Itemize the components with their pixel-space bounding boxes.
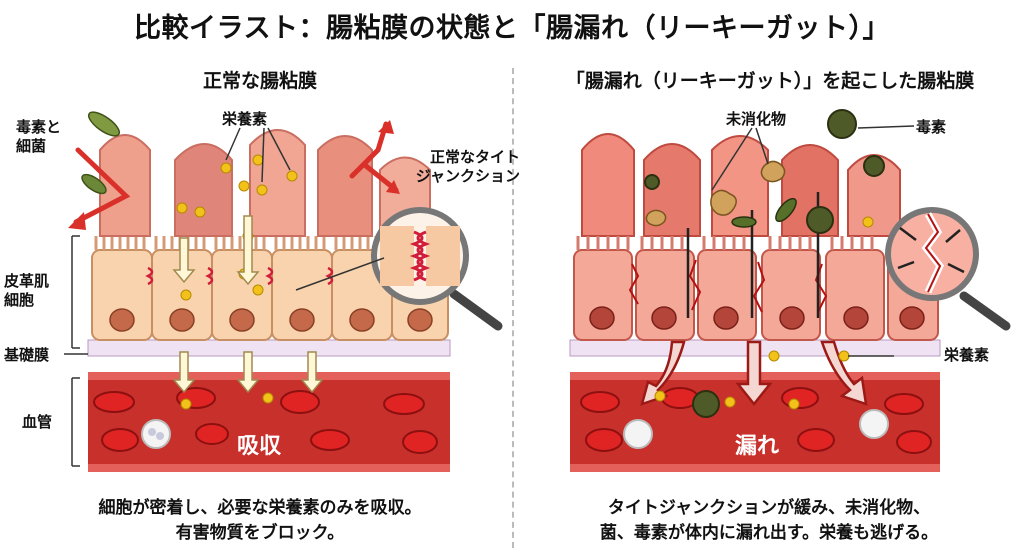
white-blood-cell-left — [141, 419, 171, 449]
leader-lines-left — [64, 127, 385, 467]
label-nutrients-right: 栄養素 — [944, 346, 990, 364]
label-undigested: 未消化物 — [726, 110, 787, 128]
nutrient-dots-left — [176, 154, 298, 410]
basement-membrane-left — [87, 339, 451, 357]
label-toxins-bacteria: 毒素と 細菌 — [16, 118, 62, 155]
leak-big-arrows-right — [640, 340, 868, 407]
label-leak: 漏れ — [734, 434, 779, 459]
villi-left — [99, 129, 431, 237]
normal-mucosa-illustration — [64, 111, 503, 472]
magnifier-icon-left — [371, 207, 503, 331]
leader-lines-right — [711, 125, 915, 357]
bacteria-icon-left — [81, 111, 121, 195]
villi-right — [581, 133, 901, 237]
label-absorb: 吸収 — [236, 434, 281, 459]
label-basement-membrane: 基礎膜 — [4, 346, 50, 364]
red-blood-cells-right — [580, 387, 932, 454]
cell-nuclei-right — [589, 306, 925, 330]
label-blood-vessel: 血管 — [22, 413, 53, 431]
cell-nuclei-left — [109, 308, 433, 332]
absorption-arrows-left — [172, 215, 324, 394]
panel-divider — [512, 68, 514, 548]
undigested-food-right — [645, 160, 786, 227]
bacteria-icons-right — [731, 197, 797, 228]
deflect-arrowheads-left — [68, 120, 400, 230]
left-subtitle: 正常な腸粘膜 — [202, 70, 317, 92]
blood-vessel-left — [88, 372, 450, 472]
epithelial-cells-right — [573, 249, 939, 341]
white-blood-cells-right — [623, 409, 889, 449]
right-caption: タイトジャンクションが緩み、未消化物、 菌、毒素が体内に漏れ出す。栄養も逃げる。 — [599, 498, 939, 543]
right-subtitle: 「腸漏れ（リーキーガット）」を起こした腸粘膜 — [565, 70, 975, 92]
tight-junctions-left — [145, 266, 334, 286]
nutrient-dots-right — [654, 216, 874, 410]
label-tight-junction: 正常なタイト ジャンクション — [415, 148, 520, 185]
label-nutrients-left: 栄養素 — [222, 110, 268, 128]
label-epithelial-cells: 皮革肌 細胞 — [4, 272, 50, 309]
page-title: 比較イラスト：腸粘膜の状態と「腸漏れ（リーキーガット）」 — [134, 13, 890, 44]
label-toxins-right: 毒素 — [916, 118, 947, 136]
magnifier-icon-right — [885, 207, 1011, 331]
leaky-gut-illustration — [569, 109, 1011, 472]
left-caption: 細胞が密着し、必要な栄養素のみを吸収。 有害物質をブロック。 — [98, 498, 422, 543]
toxin-icons-right — [644, 109, 885, 418]
